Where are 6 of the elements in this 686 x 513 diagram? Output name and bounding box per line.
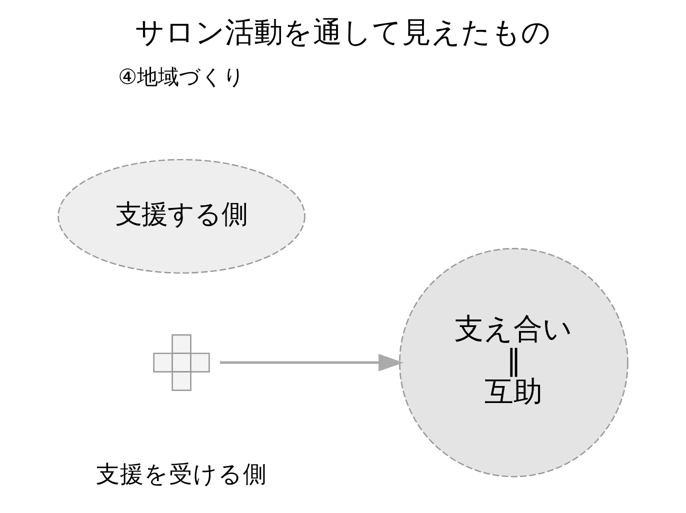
node-circle: 支え合い ‖ 互助 bbox=[399, 248, 628, 478]
label: ④地域づくり bbox=[118, 64, 245, 90]
diagram-title: サロン活動を通して見えたもの bbox=[135, 14, 551, 49]
node-text: 支援を受ける側 bbox=[96, 460, 268, 488]
node-ellipse: 支援する側 bbox=[58, 158, 306, 274]
arrow bbox=[220, 354, 404, 372]
